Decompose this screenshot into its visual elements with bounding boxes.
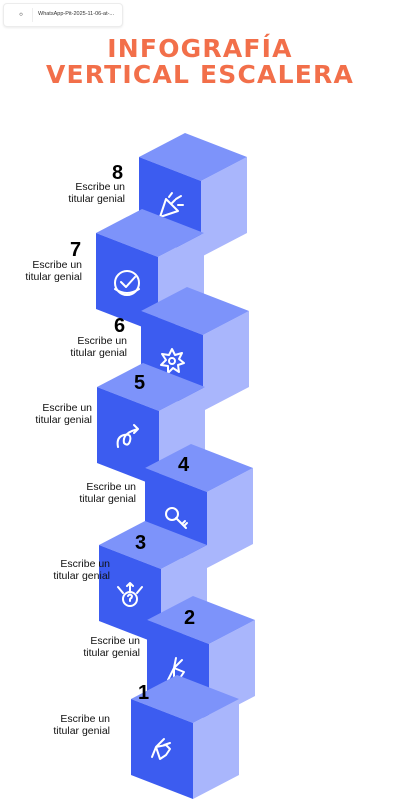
cube-side-face <box>193 699 239 799</box>
document-tab[interactable]: ⸰ WhatsApp-Pit-2025-11-06-at-... <box>3 3 123 27</box>
step-headline-line-2: titular genial <box>25 271 82 283</box>
step-number-7: 7 <box>70 239 82 261</box>
cube-top-face <box>147 596 255 644</box>
pointing-hand-icon <box>151 738 171 760</box>
step-headline-line-1: Escribe un <box>42 402 92 414</box>
step-headline-line-1: Escribe un <box>86 481 136 493</box>
step-cube-4 <box>145 444 253 568</box>
title-line-2: VERTICAL ESCALERA <box>45 60 355 89</box>
cube-front-face <box>97 387 159 487</box>
step-number-5: 5 <box>134 372 146 394</box>
step-headline-line-2: titular genial <box>53 725 110 737</box>
step-number-4: 4 <box>178 454 190 476</box>
step-headline-line-2: titular genial <box>83 647 140 659</box>
step-number-6: 6 <box>114 315 126 337</box>
cube-top-face <box>139 133 247 181</box>
starburst-icon <box>160 348 185 374</box>
curly-arrow-icon <box>116 424 139 448</box>
step-headline-line-2: titular genial <box>35 414 92 426</box>
step-number-3: 3 <box>135 532 147 554</box>
cube-top-face <box>97 363 205 411</box>
step-headline-line-2: titular genial <box>79 493 136 505</box>
infographic-title: INFOGRAFÍA VERTICAL ESCALERA <box>0 36 400 88</box>
cube-front-face <box>96 233 158 333</box>
cube-side-face <box>201 157 247 257</box>
step-number-8: 8 <box>112 162 124 184</box>
cube-top-face <box>141 287 249 335</box>
step-headline-line-1: Escribe un <box>32 259 82 271</box>
cube-front-face <box>131 699 193 799</box>
check-badge-icon <box>114 270 140 296</box>
step-headline-line-2: titular genial <box>70 347 127 359</box>
cube-top-face <box>145 444 253 492</box>
cube-side-face <box>203 311 249 411</box>
step-headline-line-1: Escribe un <box>75 181 125 193</box>
step-headline-line-2: titular genial <box>53 570 110 582</box>
cube-top-face <box>96 209 204 257</box>
key-icon <box>165 507 188 529</box>
step-number-1: 1 <box>138 682 150 704</box>
question-arrows-icon <box>117 582 143 607</box>
tab-bar: ⸰ WhatsApp-Pit-2025-11-06-at-... <box>0 0 400 30</box>
confetti-icon <box>159 192 184 218</box>
cube-top-face <box>131 675 239 723</box>
document-icon: ⸰ <box>10 8 33 22</box>
step-cube-1 <box>131 675 239 799</box>
title-line-1: INFOGRAFÍA <box>107 34 293 63</box>
step-headline-line-2: titular genial <box>68 193 125 205</box>
cube-top-face <box>99 521 207 569</box>
cube-side-face <box>207 468 253 568</box>
step-headline-line-1: Escribe un <box>77 335 127 347</box>
step-headline-line-1: Escribe un <box>90 635 140 647</box>
step-headline-line-1: Escribe un <box>60 558 110 570</box>
step-number-2: 2 <box>184 607 196 629</box>
step-headline-line-1: Escribe un <box>60 713 110 725</box>
